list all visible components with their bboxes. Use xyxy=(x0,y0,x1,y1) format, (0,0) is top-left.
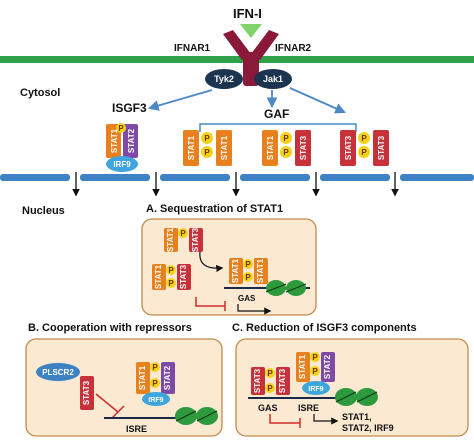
panel-b-dna xyxy=(104,407,218,425)
panel-a-activation xyxy=(237,304,272,315)
panel-b-isgf3: STAT1 STAT2 P P IRF9 xyxy=(136,362,175,406)
plscr2-protein xyxy=(36,363,80,381)
panel-a-stat1-dimer: STAT1 STAT1 P P xyxy=(229,258,268,284)
svg-text:STAT3: STAT3 xyxy=(299,135,308,160)
gaf-bracket xyxy=(199,123,357,132)
arrow-to-isgf3 xyxy=(147,89,213,111)
svg-text:STAT1: STAT1 xyxy=(187,135,196,160)
svg-text:IRF9: IRF9 xyxy=(308,386,323,393)
panel-c-gas-label: GAS xyxy=(258,403,278,413)
svg-text:P: P xyxy=(204,148,210,157)
svg-text:P: P xyxy=(267,384,273,393)
panel-a-dna xyxy=(224,280,310,296)
svg-text:STAT3: STAT3 xyxy=(191,227,200,252)
tyk2-kinase xyxy=(205,69,243,89)
svg-text:STAT1: STAT1 xyxy=(110,128,119,153)
svg-text:P: P xyxy=(312,353,318,362)
svg-text:P: P xyxy=(267,369,273,378)
panel-b-title: B. Cooperation with repressors xyxy=(28,322,192,334)
svg-text:IRF9: IRF9 xyxy=(148,397,163,404)
svg-text:P: P xyxy=(283,134,289,143)
panel-a-title: A. Sequestration of STAT1 xyxy=(146,203,283,215)
panel-a-free-dimer: STAT1 STAT3 P xyxy=(164,227,203,252)
panel-b-isre-label: ISRE xyxy=(126,424,147,434)
stat3-homodimer: STAT3 STAT3 P P xyxy=(340,130,389,166)
svg-text:STAT1: STAT1 xyxy=(138,365,147,390)
svg-text:STAT3: STAT3 xyxy=(179,264,188,289)
svg-text:STAT3: STAT3 xyxy=(344,135,353,160)
svg-text:P: P xyxy=(245,260,251,269)
svg-text:STAT1: STAT1 xyxy=(298,354,307,379)
panel-c-output-line2: STAT2, IRF9 xyxy=(342,423,394,433)
svg-text:P: P xyxy=(168,266,174,275)
svg-text:P: P xyxy=(152,363,158,372)
svg-text:STAT2: STAT2 xyxy=(127,128,136,153)
jak1-label: Jak1 xyxy=(263,74,283,84)
ifn-ligand-icon xyxy=(240,24,262,38)
svg-text:STAT1: STAT1 xyxy=(231,258,240,283)
svg-text:IRF9: IRF9 xyxy=(113,160,131,169)
svg-text:P: P xyxy=(283,148,289,157)
cytosol-label: Cytosol xyxy=(20,87,60,99)
stat1-stat3-heterodimer: STAT1 STAT3 P P xyxy=(262,130,311,166)
svg-text:STAT1: STAT1 xyxy=(220,135,229,160)
stat1-homodimer: STAT1 STAT1 P P xyxy=(183,130,232,166)
svg-text:P: P xyxy=(361,148,367,157)
ifnar1-label: IFNAR1 xyxy=(174,43,211,54)
panel-a-inhibition xyxy=(195,297,226,311)
panel-b-inhibition xyxy=(95,393,125,419)
svg-text:STAT3: STAT3 xyxy=(278,368,287,393)
svg-text:STAT2: STAT2 xyxy=(163,365,172,390)
gaf-label: GAF xyxy=(264,107,289,121)
ifnar2-label: IFNAR2 xyxy=(275,43,312,54)
panel-a-curved-arrow xyxy=(199,251,224,273)
svg-text:P: P xyxy=(245,273,251,282)
panel-c-activation xyxy=(313,414,339,425)
panel-c-isre-label: ISRE xyxy=(298,403,319,413)
svg-text:P: P xyxy=(168,279,174,288)
panel-c-stat3-dimer: STAT3 STAT3 P P xyxy=(251,367,290,395)
svg-text:STAT3: STAT3 xyxy=(253,368,262,393)
svg-text:P: P xyxy=(180,229,186,238)
tyk2-label: Tyk2 xyxy=(214,74,234,84)
panel-a-gas-label: GAS xyxy=(238,294,256,303)
arrow-to-stat3-dimer xyxy=(289,87,346,114)
svg-text:STAT2: STAT2 xyxy=(323,354,332,379)
svg-text:P: P xyxy=(204,134,210,143)
svg-text:P: P xyxy=(312,367,318,376)
nuclear-import-arrows xyxy=(72,172,399,197)
svg-text:P: P xyxy=(361,134,367,143)
isgf3-label: ISGF3 xyxy=(112,101,147,115)
svg-text:STAT1: STAT1 xyxy=(256,258,265,283)
svg-text:STAT1: STAT1 xyxy=(266,135,275,160)
nucleus-label: Nucleus xyxy=(22,205,65,217)
ligand-label: IFN-I xyxy=(233,6,262,21)
panel-b-stat3: STAT3 xyxy=(80,376,94,410)
panel-c-box xyxy=(235,338,469,437)
jak1-kinase xyxy=(254,69,292,89)
svg-text:STAT3: STAT3 xyxy=(377,135,386,160)
svg-text:STAT1: STAT1 xyxy=(166,227,175,252)
panel-c-title: C. Reduction of ISGF3 components xyxy=(232,322,417,334)
nuclear-envelope xyxy=(0,174,474,181)
panel-c-inhibition xyxy=(269,414,301,428)
plscr2-label: PLSCR2 xyxy=(42,368,74,377)
svg-text:STAT3: STAT3 xyxy=(82,380,91,405)
panel-c-dna xyxy=(248,388,378,406)
panel-a-left-dimer: STAT1 STAT3 P P xyxy=(152,264,191,290)
panel-c-isgf3: STAT1 STAT2 P P IRF9 xyxy=(296,352,335,395)
isgf3-complex: STAT1 STAT2 P IRF9 xyxy=(106,123,138,172)
plasma-membrane xyxy=(0,56,474,63)
svg-text:STAT1: STAT1 xyxy=(154,264,163,289)
panel-c-output-line1: STAT1, xyxy=(342,412,372,422)
svg-text:P: P xyxy=(118,124,124,133)
svg-text:P: P xyxy=(152,379,158,388)
